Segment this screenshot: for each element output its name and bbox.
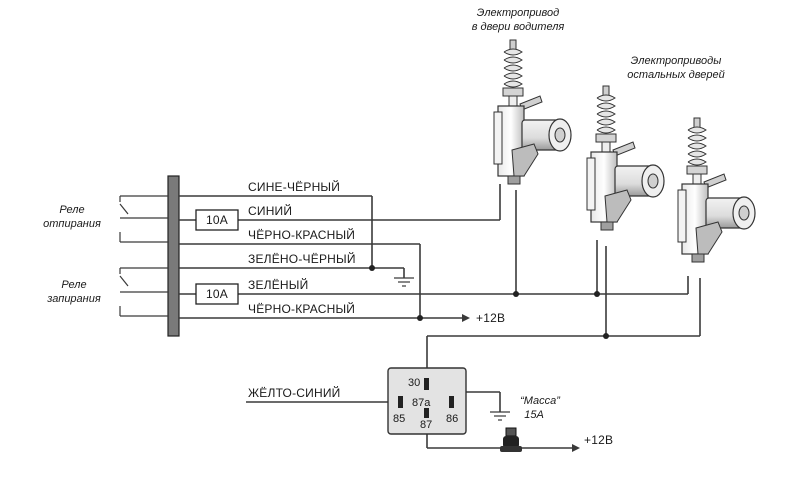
wire-label-yellow-blue: ЖЁЛТО-СИНИЙ xyxy=(248,385,341,400)
actuator-driver-title-line1: Электропривод xyxy=(477,7,560,19)
actuator-driver-door xyxy=(493,39,572,185)
plus12-label-bottom: +12В xyxy=(584,433,613,447)
relay-unlock-label-line1: Реле xyxy=(59,204,84,216)
arrow-plus12-bottom xyxy=(572,444,580,452)
relay-unlock-contacts xyxy=(119,195,168,243)
relay-pins xyxy=(398,378,454,418)
actuator-driver-title-line2: в двери водителя xyxy=(472,21,565,33)
wire-label-green: ЗЕЛЁНЫЙ xyxy=(248,277,308,292)
actuator-others-title-line1: Электроприводы xyxy=(631,55,722,67)
junction-dots xyxy=(369,265,609,339)
relay-lock-label-line2: запирания xyxy=(46,293,101,305)
fuse-10a-unlock xyxy=(195,209,239,231)
relay-pin-86: 86 xyxy=(446,413,458,425)
central-relay xyxy=(387,367,467,435)
relay-unlock-label-line2: отпирания xyxy=(43,218,101,230)
fuse-10a-lock xyxy=(195,283,239,305)
wire-harness xyxy=(179,184,701,449)
relay-lock-label-line1: Реле xyxy=(61,279,86,291)
wire-label-green-black: ЗЕЛЁНО-ЧЁРНЫЙ xyxy=(248,251,356,266)
ground-symbol-1 xyxy=(394,277,414,287)
actuator-other-door-2 xyxy=(677,117,756,263)
fuse-10a-unlock-label: 10A xyxy=(206,213,228,227)
connector-block xyxy=(167,175,180,337)
relay-pin-87a: 87a xyxy=(412,397,431,409)
mass-label: “Масса” xyxy=(520,395,561,407)
relay-pin-85: 85 xyxy=(393,413,405,425)
arrow-plus12-top xyxy=(462,314,470,322)
relay-lock-contacts xyxy=(119,267,168,317)
plus12-label-top: +12В xyxy=(476,311,505,325)
fuse-15a xyxy=(500,427,522,452)
ground-symbol-2 xyxy=(490,411,510,421)
relay-pin-87: 87 xyxy=(420,419,432,431)
wire-label-blue-black: СИНЕ-ЧЁРНЫЙ xyxy=(248,179,340,194)
fuse-15a-label: 15A xyxy=(524,409,544,421)
actuator-other-door-1 xyxy=(586,85,665,231)
wire-label-black-red-2: ЧЁРНО-КРАСНЫЙ xyxy=(248,301,355,316)
relay-pin-30: 30 xyxy=(408,377,420,389)
fuse-10a-lock-label: 10A xyxy=(206,287,228,301)
actuator-others-title-line2: остальных дверей xyxy=(627,69,724,81)
wire-label-black-red-1: ЧЁРНО-КРАСНЫЙ xyxy=(248,227,355,242)
wire-label-blue: СИНИЙ xyxy=(248,203,292,218)
